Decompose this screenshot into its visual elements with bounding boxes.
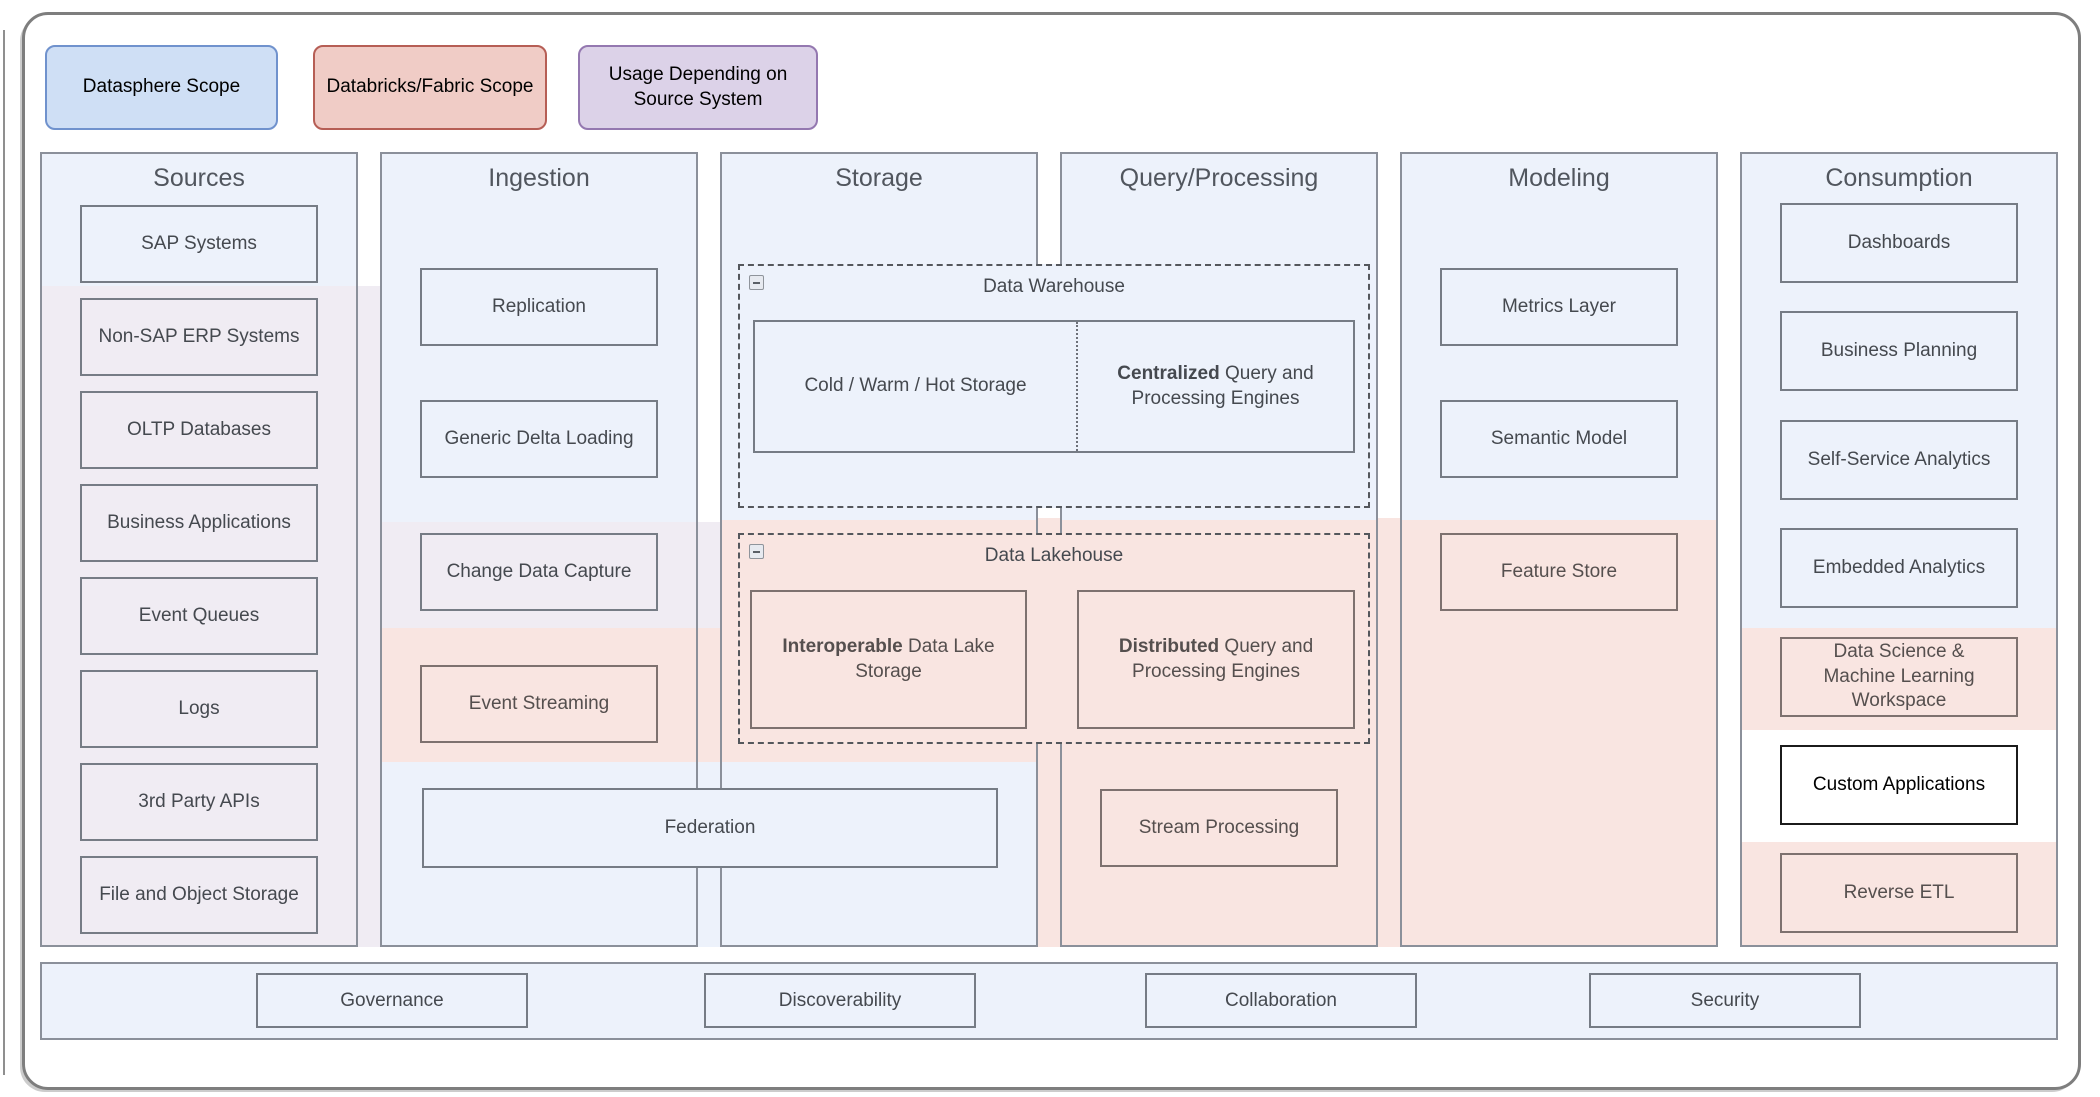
group-title-data-lakehouse: Data Lakehouse	[984, 545, 1124, 566]
centralized-bold-text: Centralized	[1117, 362, 1220, 384]
node-non-sap-erp-systems: Non-SAP ERP Systems	[80, 298, 318, 376]
scope-band-gap-ingestion-storage-lavender	[698, 522, 720, 628]
node-feature-store: Feature Store	[1440, 533, 1678, 611]
node-semantic-model: Semantic Model	[1440, 400, 1678, 478]
node-collaboration: Collaboration	[1145, 973, 1417, 1028]
distributed-bold-text: Distributed	[1118, 635, 1220, 657]
node-change-data-capture: Change Data Capture	[420, 533, 658, 611]
group-title-data-warehouse: Data Warehouse	[983, 276, 1125, 297]
node-centralized-query-engines: Centralized Query and Processing Engines	[1076, 322, 1353, 451]
foundation-bar: Governance Discoverability Collaboration…	[40, 962, 2058, 1040]
group-data-warehouse: Data Warehouse Cold / Warm / Hot Storage…	[738, 264, 1370, 508]
node-oltp-databases: OLTP Databases	[80, 391, 318, 469]
node-distributed-query-engines: Distributed Query and Processing Engines	[1077, 590, 1355, 729]
node-self-service-analytics: Self-Service Analytics	[1780, 420, 2018, 500]
data-warehouse-inner-box: Cold / Warm / Hot Storage Centralized Qu…	[753, 320, 1355, 453]
column-consumption: Consumption Dashboards Business Planning…	[1740, 152, 2058, 947]
node-discoverability: Discoverability	[704, 973, 976, 1028]
outer-frame	[22, 12, 2081, 1090]
column-modeling: Modeling Metrics Layer Semantic Model Fe…	[1400, 152, 1718, 947]
node-business-applications: Business Applications	[80, 484, 318, 562]
column-title-sources: Sources	[153, 164, 245, 192]
collapse-minus-icon[interactable]	[749, 275, 764, 290]
centralized-rest-text: Query and Processing Engines	[1131, 362, 1314, 409]
scope-band-gap-sources-ingestion	[358, 286, 380, 947]
node-custom-applications: Custom Applications	[1780, 745, 2018, 825]
scope-band-gap-ingestion-storage-pink	[698, 628, 720, 762]
legend-datasphere-scope: Datasphere Scope	[45, 45, 278, 130]
node-metrics-layer: Metrics Layer	[1440, 268, 1678, 346]
interoperable-bold-text: Interoperable	[782, 635, 903, 657]
node-dashboards: Dashboards	[1780, 203, 2018, 283]
node-generic-delta-loading: Generic Delta Loading	[420, 400, 658, 478]
node-security: Security	[1589, 973, 1861, 1028]
column-title-ingestion: Ingestion	[488, 164, 590, 192]
node-file-and-object-storage: File and Object Storage	[80, 856, 318, 934]
scope-band-gap-query-modeling	[1378, 518, 1400, 947]
column-title-query-processing: Query/Processing	[1119, 164, 1319, 192]
node-embedded-analytics: Embedded Analytics	[1780, 528, 2018, 608]
node-federation: Federation	[422, 788, 998, 868]
node-reverse-etl: Reverse ETL	[1780, 853, 2018, 933]
group-data-lakehouse: Data Lakehouse Interoperable Data Lake S…	[738, 533, 1370, 744]
node-logs: Logs	[80, 670, 318, 748]
node-stream-processing: Stream Processing	[1100, 789, 1338, 867]
interoperable-rest-text: Data Lake Storage	[855, 635, 995, 682]
node-business-planning: Business Planning	[1780, 311, 2018, 391]
screen-edge-line	[3, 30, 5, 1075]
node-governance: Governance	[256, 973, 528, 1028]
node-event-queues: Event Queues	[80, 577, 318, 655]
legend-databricks-fabric-scope: Databricks/Fabric Scope	[313, 45, 547, 130]
column-title-modeling: Modeling	[1508, 164, 1610, 192]
node-interoperable-data-lake-storage: Interoperable Data Lake Storage	[750, 590, 1027, 729]
column-title-storage: Storage	[835, 164, 923, 192]
node-replication: Replication	[420, 268, 658, 346]
node-cold-warm-hot-storage: Cold / Warm / Hot Storage	[804, 375, 1027, 397]
column-title-consumption: Consumption	[1825, 164, 1973, 192]
node-3rd-party-apis: 3rd Party APIs	[80, 763, 318, 841]
node-data-science-ml-workspace: Data Science & Machine Learning Workspac…	[1780, 637, 2018, 717]
column-sources: Sources SAP Systems Non-SAP ERP Systems …	[40, 152, 358, 947]
node-event-streaming: Event Streaming	[420, 665, 658, 743]
collapse-minus-icon[interactable]	[749, 544, 764, 559]
distributed-rest-text: Query and Processing Engines	[1132, 635, 1314, 682]
node-sap-systems: SAP Systems	[80, 205, 318, 283]
legend-usage-depending-on-source-system: Usage Depending on Source System	[578, 45, 818, 130]
